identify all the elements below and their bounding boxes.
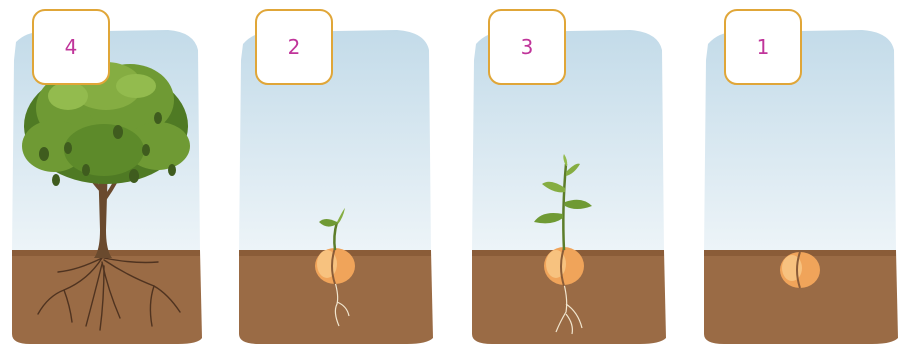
- stage-number-badge: 3: [488, 9, 566, 85]
- stage-number-badge: 2: [255, 9, 333, 85]
- panel-seed: 1: [702, 0, 898, 346]
- seed: [780, 252, 820, 288]
- panel-tree: 4: [8, 0, 204, 346]
- soil: [12, 250, 202, 344]
- stage-number-badge: 4: [32, 9, 110, 85]
- stage-number-badge: 1: [724, 9, 802, 85]
- seed: [315, 248, 355, 284]
- panel-seedling: 3: [470, 0, 666, 346]
- panel-sprout: 2: [237, 0, 433, 346]
